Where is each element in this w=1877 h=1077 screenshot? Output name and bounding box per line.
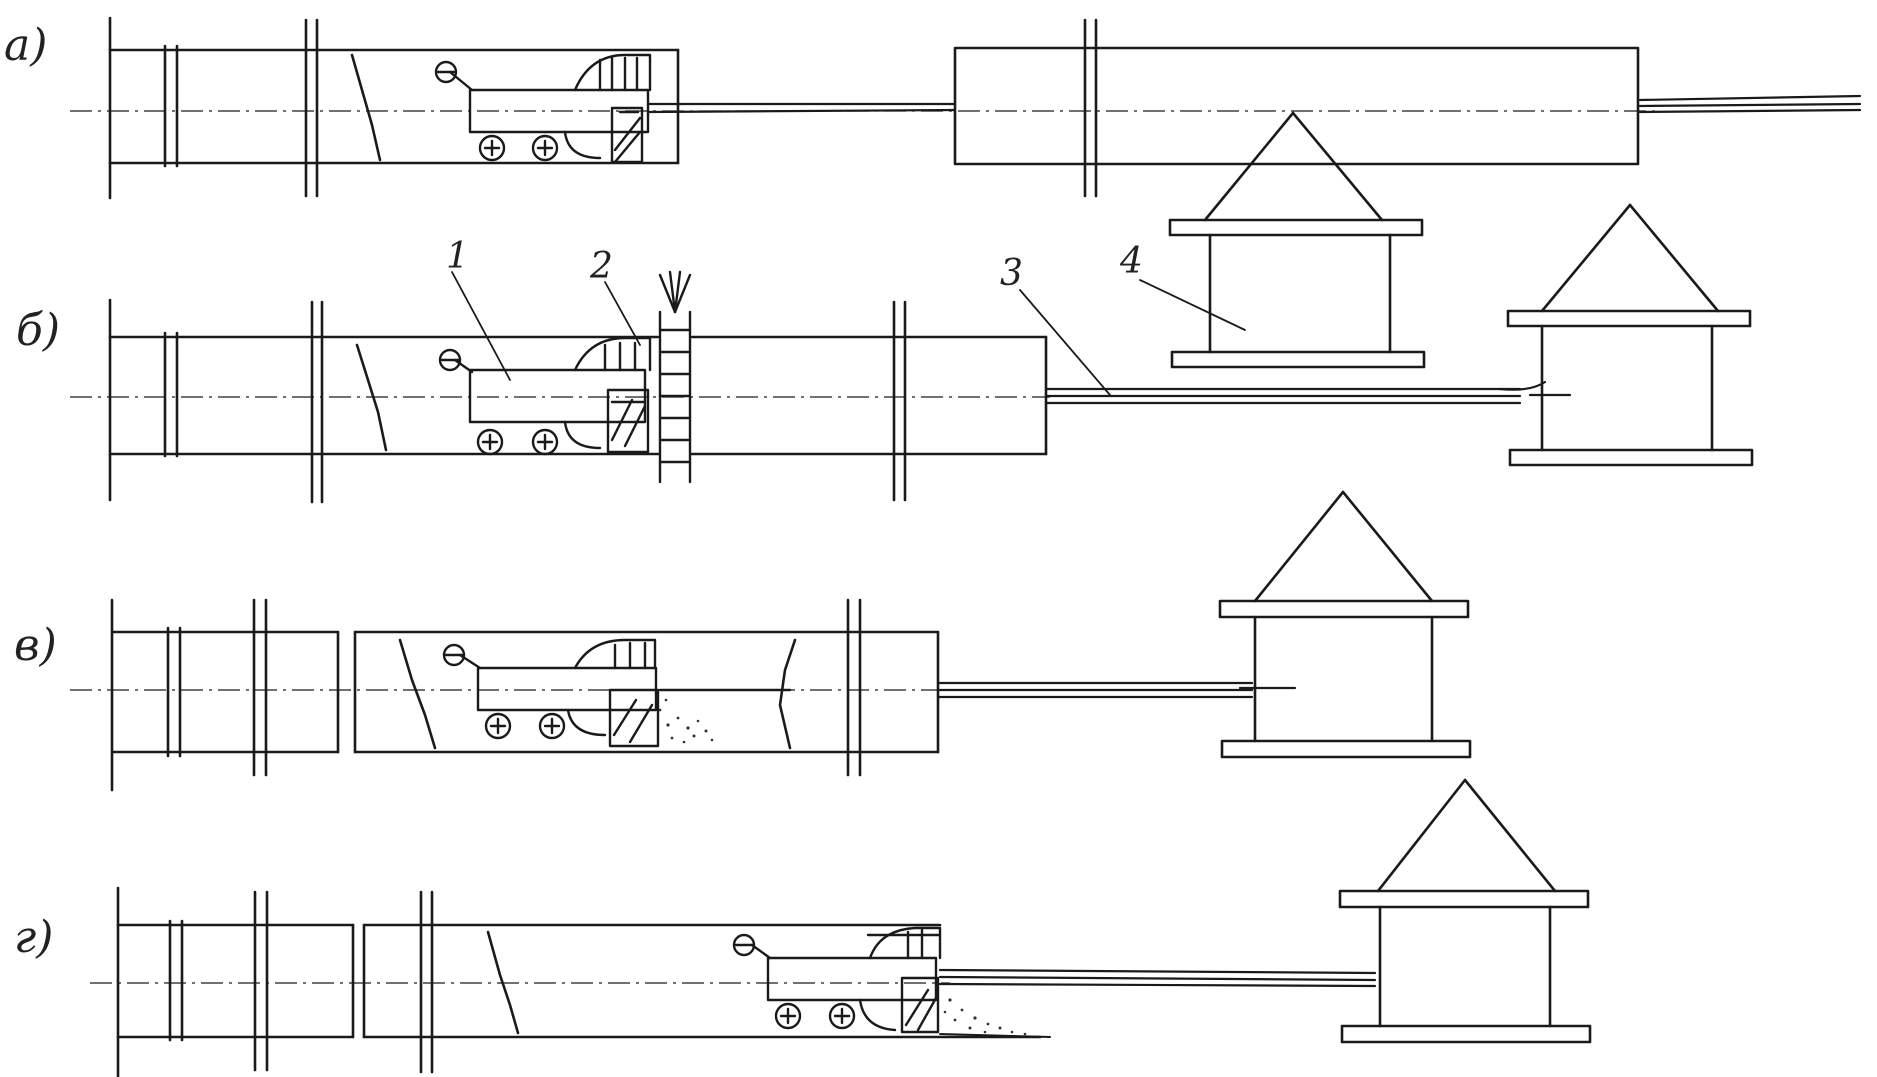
stage-d-label: г)	[14, 912, 53, 963]
wheel-icon	[476, 428, 504, 456]
old-pipe-c	[110, 598, 940, 792]
wheel-icon	[531, 428, 559, 456]
stage-c: в)	[14, 490, 1472, 792]
stage-c-label: в)	[14, 620, 57, 671]
wheel-icon	[531, 134, 559, 162]
motor-icon	[434, 60, 458, 84]
destruction-machine-d	[732, 926, 942, 1034]
cable-c	[936, 681, 1297, 699]
old-pipe-b	[108, 298, 1048, 504]
cable-b	[1044, 380, 1572, 405]
stage-b: б)	[16, 111, 1754, 504]
stage-d: г)	[14, 778, 1592, 1077]
destruction-machine-c	[442, 638, 792, 748]
callout-4: 4	[1119, 241, 1143, 282]
wheel-icon	[828, 1002, 856, 1030]
wheel-icon	[484, 712, 512, 740]
soil-spoil-d	[943, 998, 1027, 1036]
cable-d	[938, 968, 1377, 988]
winch-frame-c	[1218, 490, 1472, 759]
old-pipe-a	[108, 16, 680, 200]
ground-line-d	[939, 1033, 1051, 1038]
winch-frame-b	[1506, 203, 1754, 467]
soil-spoil-c	[658, 698, 714, 744]
stage-a-label: а)	[4, 20, 47, 71]
winch-frame-d	[1338, 778, 1592, 1044]
rod-a	[646, 94, 1862, 114]
motor-icon	[442, 643, 466, 667]
destruction-machine-b	[438, 336, 652, 456]
wheel-icon	[478, 134, 506, 162]
lifting-frame-upper	[1168, 111, 1426, 369]
wheel-icon	[774, 1002, 802, 1030]
pit-ladder	[658, 270, 692, 484]
new-pipe-a	[953, 18, 1640, 198]
stage-b-label: б)	[16, 305, 60, 356]
callout-2: 2	[589, 246, 613, 287]
stage-a: а)	[4, 16, 1862, 200]
callout-1: 1	[446, 236, 469, 277]
destruction-machine-a	[434, 53, 652, 164]
wheel-icon	[538, 712, 566, 740]
motor-icon	[732, 933, 756, 957]
callout-leaders	[451, 271, 1246, 396]
old-pipe-d	[116, 886, 1042, 1077]
motor-icon	[438, 348, 462, 372]
callout-3: 3	[1000, 253, 1023, 294]
